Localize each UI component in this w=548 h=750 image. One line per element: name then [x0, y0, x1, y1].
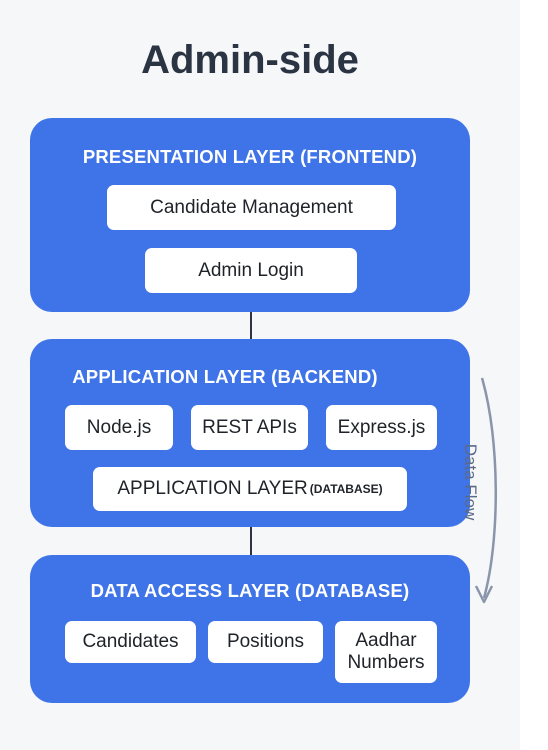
connector-line	[250, 527, 252, 555]
candidates-box: Candidates	[65, 621, 196, 663]
data-access-layer-heading: DATA ACCESS LAYER (DATABASE)	[90, 580, 410, 601]
rest-apis-box: REST APIs	[191, 405, 308, 450]
admin-login-box: Admin Login	[145, 248, 357, 293]
presentation-layer: PRESENTATION LAYER (FRONTEND) Candidate …	[30, 118, 470, 312]
diagram-title: Admin-side	[141, 38, 359, 82]
presentation-layer-heading: PRESENTATION LAYER (FRONTEND)	[82, 146, 418, 167]
connector-line	[250, 312, 252, 339]
data-flow-label: Data Flow	[461, 443, 480, 521]
candidate-management-box: Candidate Management	[107, 185, 396, 230]
application-database-box: APPLICATION LAYER (DATABASE)	[93, 467, 407, 511]
data-flow-arrowhead-icon	[474, 585, 494, 604]
data-flow-arrow	[474, 377, 497, 604]
application-layer: APPLICATION LAYER (BACKEND) Node.js REST…	[30, 339, 470, 527]
positions-box: Positions	[208, 621, 323, 663]
application-database-label: APPLICATION LAYER	[117, 478, 308, 499]
expressjs-box: Express.js	[326, 405, 437, 450]
data-flow-arrow-line	[480, 377, 497, 599]
nodejs-box: Node.js	[65, 405, 173, 450]
application-layer-heading: APPLICATION LAYER (BACKEND)	[72, 366, 378, 387]
application-database-tag: (DATABASE)	[309, 482, 383, 496]
data-access-layer: DATA ACCESS LAYER (DATABASE) Candidates …	[30, 555, 470, 703]
diagram-canvas: Admin-side PRESENTATION LAYER (FRONTEND)…	[30, 38, 497, 703]
aadhar-numbers-box: Aadhar Numbers	[335, 621, 437, 683]
